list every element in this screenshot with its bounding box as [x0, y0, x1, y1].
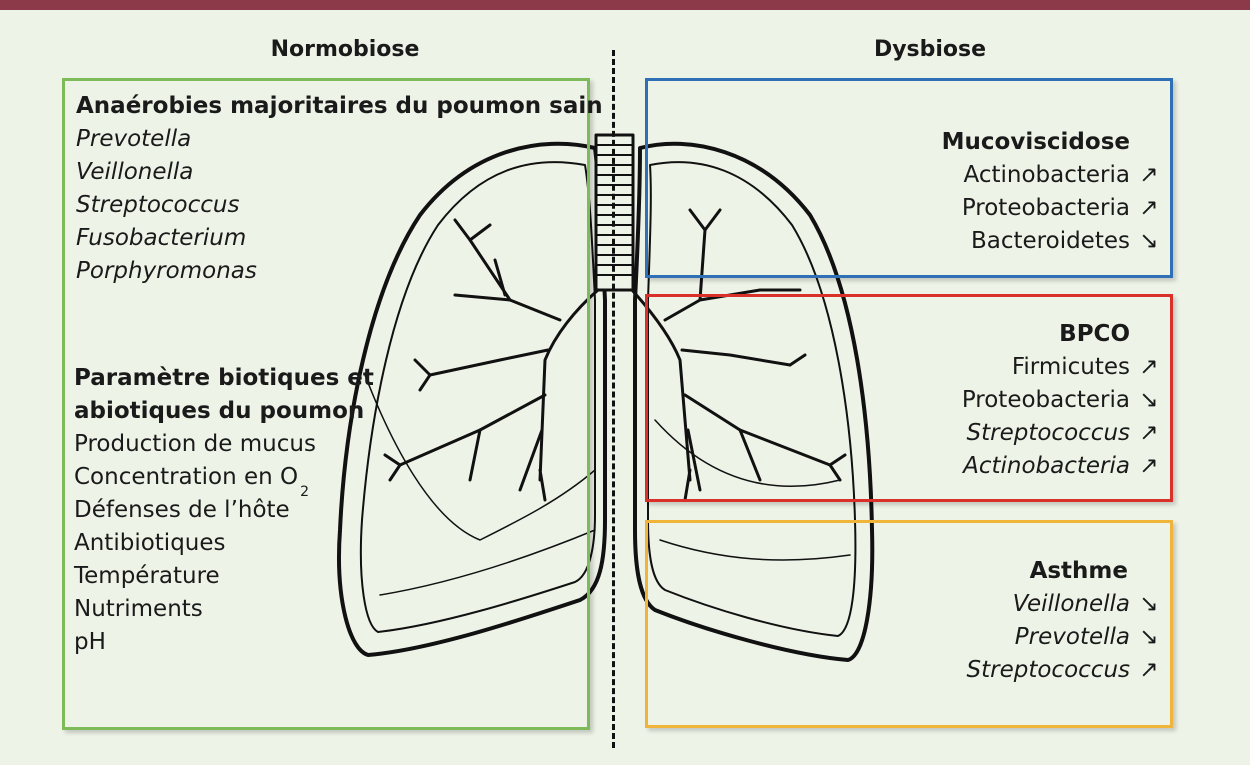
taxon-name: Streptococcus [966, 420, 1130, 446]
decrease-arrow-icon: ↘ [1139, 387, 1159, 413]
param-temperature: Température [74, 563, 220, 589]
center-divider [612, 50, 615, 748]
taxon-name: Veillonella [1012, 591, 1130, 617]
asthme-item: Prevotella ↘ [1015, 621, 1162, 654]
taxon-name: Firmicutes [1011, 354, 1130, 380]
param-nutrients: Nutriments [74, 596, 203, 622]
taxon-name: Streptococcus [966, 657, 1130, 683]
dysbiose-heading: Dysbiose [873, 37, 987, 62]
left-lung-outline [337, 141, 607, 657]
taxon-name: Actinobacteria [963, 162, 1130, 188]
mucoviscidose-title: Mucoviscidose [941, 129, 1130, 155]
bpco-item: Firmicutes ↗ [1012, 351, 1162, 384]
increase-arrow-icon: ↗ [1139, 420, 1159, 446]
anaerobe-item: Porphyromonas [76, 258, 257, 284]
taxon-name: Bacteroidetes [970, 228, 1130, 254]
increase-arrow-icon: ↗ [1139, 195, 1159, 221]
params-title-line1: Paramètre biotiques et [74, 365, 374, 391]
mucoviscidose-item: Bacteroidetes ↘ [971, 225, 1162, 258]
param-o2-label: Concentration en O [74, 464, 299, 490]
taxon-name: Proteobacteria [961, 195, 1130, 221]
bpco-box [645, 294, 1173, 502]
mucoviscidose-item: Proteobacteria ↗ [962, 192, 1162, 225]
top-accent-bar [0, 0, 1250, 10]
bpco-title: BPCO [1059, 321, 1130, 347]
increase-arrow-icon: ↗ [1139, 453, 1159, 479]
taxon-name: Proteobacteria [961, 387, 1130, 413]
param-ph: pH [74, 629, 106, 655]
right-bronchial-tree [630, 208, 847, 502]
param-o2: Concentration en O2 [74, 461, 309, 509]
taxon-name: Prevotella [1014, 624, 1130, 650]
normobiose-box [62, 78, 590, 730]
decrease-arrow-icon: ↘ [1139, 624, 1159, 650]
anaerobe-item: Streptococcus [76, 192, 240, 218]
decrease-arrow-icon: ↘ [1139, 591, 1159, 617]
left-lung-fissure [364, 374, 596, 541]
anaerobe-item: Prevotella [76, 126, 192, 152]
params-title-line2: abiotiques du poumon [74, 398, 365, 424]
increase-arrow-icon: ↗ [1139, 162, 1159, 188]
bpco-item: Proteobacteria ↘ [962, 384, 1162, 417]
left-bronchial-tree [383, 218, 600, 502]
anaerobe-item: Fusobacterium [76, 225, 247, 251]
param-antibiotics: Antibiotiques [74, 530, 226, 556]
mucoviscidose-box [645, 78, 1173, 278]
asthme-box [645, 520, 1173, 728]
increase-arrow-icon: ↗ [1139, 354, 1159, 380]
bpco-item: Streptococcus ↗ [967, 417, 1162, 450]
mucoviscidose-item: Actinobacteria ↗ [964, 159, 1162, 192]
normobiose-heading: Normobiose [270, 37, 420, 62]
asthme-title: Asthme [1029, 558, 1128, 584]
left-lung-inner [359, 161, 596, 633]
param-mucus: Production de mucus [74, 431, 316, 457]
param-defenses: Défenses de l’hôte [74, 497, 290, 523]
decrease-arrow-icon: ↘ [1139, 228, 1159, 254]
anaerobe-item: Veillonella [76, 159, 194, 185]
increase-arrow-icon: ↗ [1139, 657, 1159, 683]
param-o2-subscript: 2 [300, 484, 310, 500]
anaerobes-title: Anaérobies majoritaires du poumon sain [76, 93, 603, 119]
bpco-item: Actinobacteria ↗ [963, 450, 1162, 483]
asthme-item: Streptococcus ↗ [967, 654, 1162, 687]
right-lung-outline [633, 141, 875, 662]
asthme-item: Veillonella ↘ [1013, 588, 1162, 621]
taxon-name: Actinobacteria [963, 453, 1130, 479]
